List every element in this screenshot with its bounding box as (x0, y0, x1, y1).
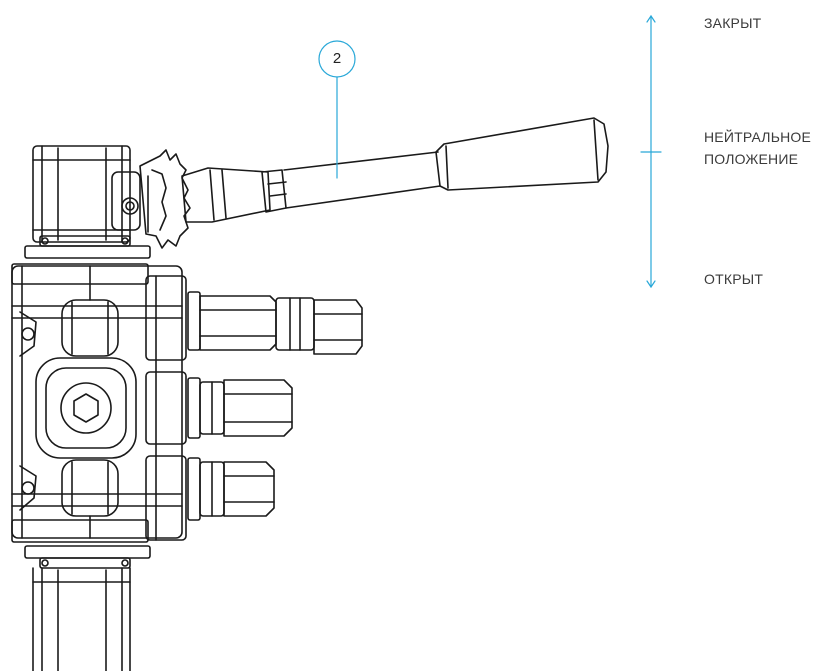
lever-pivot (111, 149, 191, 249)
callout-number: 2 (332, 50, 342, 67)
fitting-top (187, 291, 363, 355)
fitting-bottom (187, 457, 275, 521)
label-closed: ЗАКРЫТ (704, 15, 762, 31)
label-neutral-line-2: ПОЛОЖЕНИЕ (704, 151, 799, 167)
lever (181, 117, 609, 223)
valve-body (11, 263, 187, 543)
label-neutral: НЕЙТРАЛЬНОЕ ПОЛОЖЕНИЕ (704, 126, 811, 170)
top-housing (24, 145, 151, 259)
arrow-down-icon (646, 280, 656, 289)
bottom-housing (24, 545, 151, 671)
label-open: ОТКРЫТ (704, 271, 764, 287)
arrow-up-icon (646, 14, 656, 23)
label-neutral-line-1: НЕЙТРАЛЬНОЕ (704, 129, 812, 145)
fitting-middle (187, 377, 293, 439)
